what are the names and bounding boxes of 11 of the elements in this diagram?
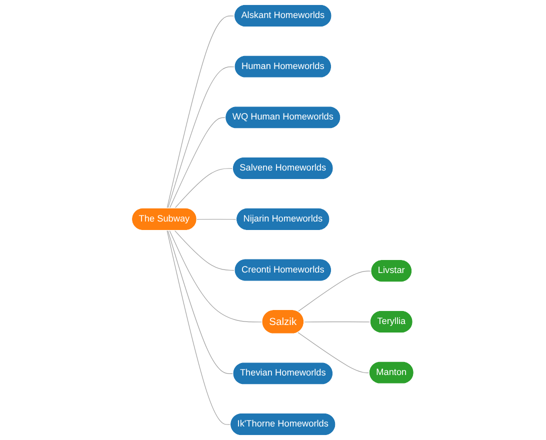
connector <box>196 218 238 220</box>
connector <box>167 230 232 425</box>
connector <box>170 230 263 322</box>
connector <box>167 16 235 209</box>
connector <box>168 66 236 209</box>
connector <box>298 332 370 374</box>
connector <box>174 168 234 209</box>
connector <box>168 230 234 374</box>
connector <box>298 270 372 312</box>
connector <box>174 230 236 271</box>
connector <box>170 117 226 209</box>
